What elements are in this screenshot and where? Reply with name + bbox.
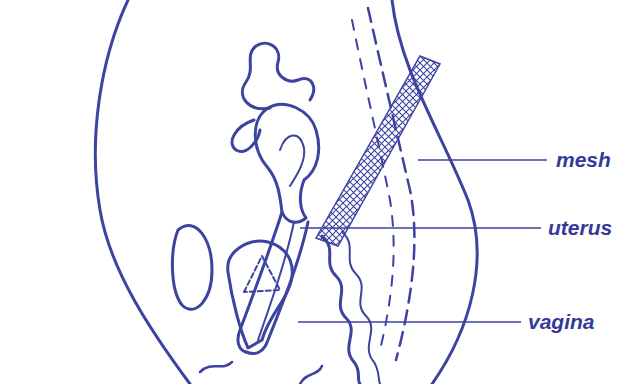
- body-outline-front: [95, 0, 190, 384]
- leader-line: [298, 321, 521, 323]
- rectum: [322, 236, 360, 384]
- part-label: uterus: [548, 216, 612, 240]
- uterus-cavity: [280, 135, 304, 186]
- pubic-bone: [172, 226, 212, 310]
- fallopian-tube: [242, 43, 313, 108]
- mesh-graft: [316, 56, 440, 246]
- rectum-inner: [342, 232, 380, 384]
- leader-line: [300, 227, 541, 229]
- leader-line: [418, 159, 547, 161]
- vagina-wall-back: [246, 222, 308, 354]
- vagina-canal: [258, 222, 294, 340]
- ovary: [232, 120, 260, 151]
- body-outline-back: [392, 0, 477, 384]
- uterus-body: [255, 104, 318, 222]
- sacrum: [368, 8, 414, 360]
- part-label: vagina: [528, 310, 595, 334]
- part-label: mesh: [556, 148, 611, 172]
- vagina-wall-front: [238, 212, 282, 352]
- perineum-bumps: [200, 362, 322, 384]
